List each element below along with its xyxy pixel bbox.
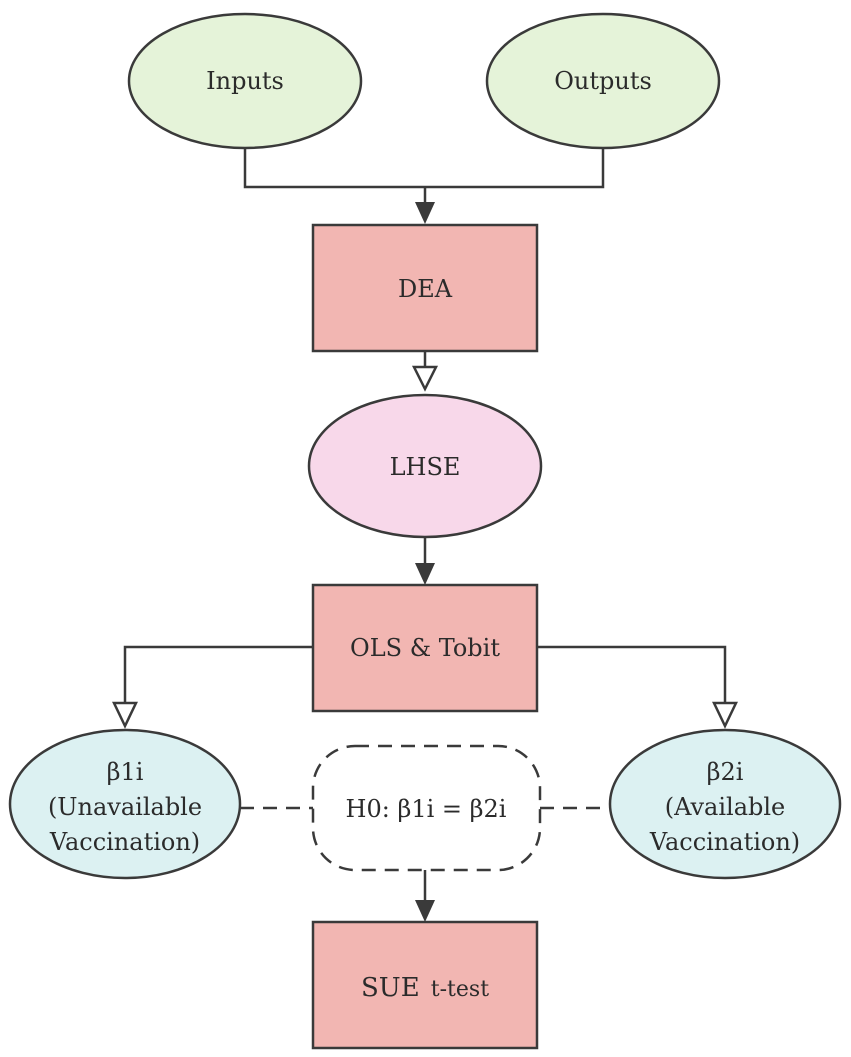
beta1-label-line2: (Unavailable — [48, 793, 202, 821]
beta1-label-line1: β1i — [107, 758, 144, 786]
connector-ols-to-beta2 — [537, 645, 727, 703]
sue-ttest-box — [311, 920, 539, 1050]
lhse-ellipse — [307, 393, 543, 539]
beta2-ellipse — [608, 728, 842, 880]
ols-tobit-box — [311, 583, 539, 713]
open-arrowhead-to-beta2 — [712, 701, 738, 729]
sue-label-sub: t-test — [431, 977, 489, 1002]
hypothesis-box — [311, 744, 542, 872]
sue-label-main: SUE — [361, 973, 420, 1003]
node-hypothesis: H0: β1i = β2i — [311, 744, 542, 872]
arrowhead-to-dea — [415, 202, 435, 224]
connector-outputs-to-dea — [425, 148, 605, 189]
sue-ttest-label: SUE t-test — [361, 973, 489, 1003]
node-lhse: LHSE — [307, 393, 543, 539]
connector-inputs-to-dea — [243, 148, 425, 189]
beta1-label-line3: Vaccination) — [49, 828, 200, 856]
node-sue-ttest: SUE t-test — [311, 920, 539, 1050]
connector-ols-to-beta1 — [123, 645, 313, 703]
open-arrowhead-to-beta1 — [112, 701, 138, 729]
hypothesis-label: H0: β1i = β2i — [346, 795, 507, 823]
beta2-label-line1: β2i — [707, 758, 744, 786]
beta2-label-line2: (Available — [665, 793, 786, 821]
inputs-label: Inputs — [206, 67, 284, 95]
outputs-ellipse — [485, 12, 721, 150]
lhse-label: LHSE — [390, 453, 461, 481]
node-dea: DEA — [311, 223, 539, 353]
node-outputs: Outputs — [485, 12, 721, 150]
arrowhead-to-ols — [415, 563, 435, 585]
inputs-ellipse — [127, 12, 363, 150]
node-beta2: β2i (Available Vaccination) — [608, 728, 842, 880]
arrowhead-to-sue — [415, 900, 435, 922]
node-beta1: β1i (Unavailable Vaccination) — [8, 728, 242, 880]
beta2-label-line3: Vaccination) — [649, 828, 800, 856]
dea-box — [311, 223, 539, 353]
dea-label: DEA — [398, 275, 453, 303]
open-arrowhead-to-lhse — [411, 365, 439, 392]
beta1-ellipse — [8, 728, 242, 880]
outputs-label: Outputs — [554, 67, 652, 95]
node-inputs: Inputs — [127, 12, 363, 150]
node-ols-tobit: OLS & Tobit — [311, 583, 539, 713]
ols-tobit-label: OLS & Tobit — [350, 634, 500, 662]
